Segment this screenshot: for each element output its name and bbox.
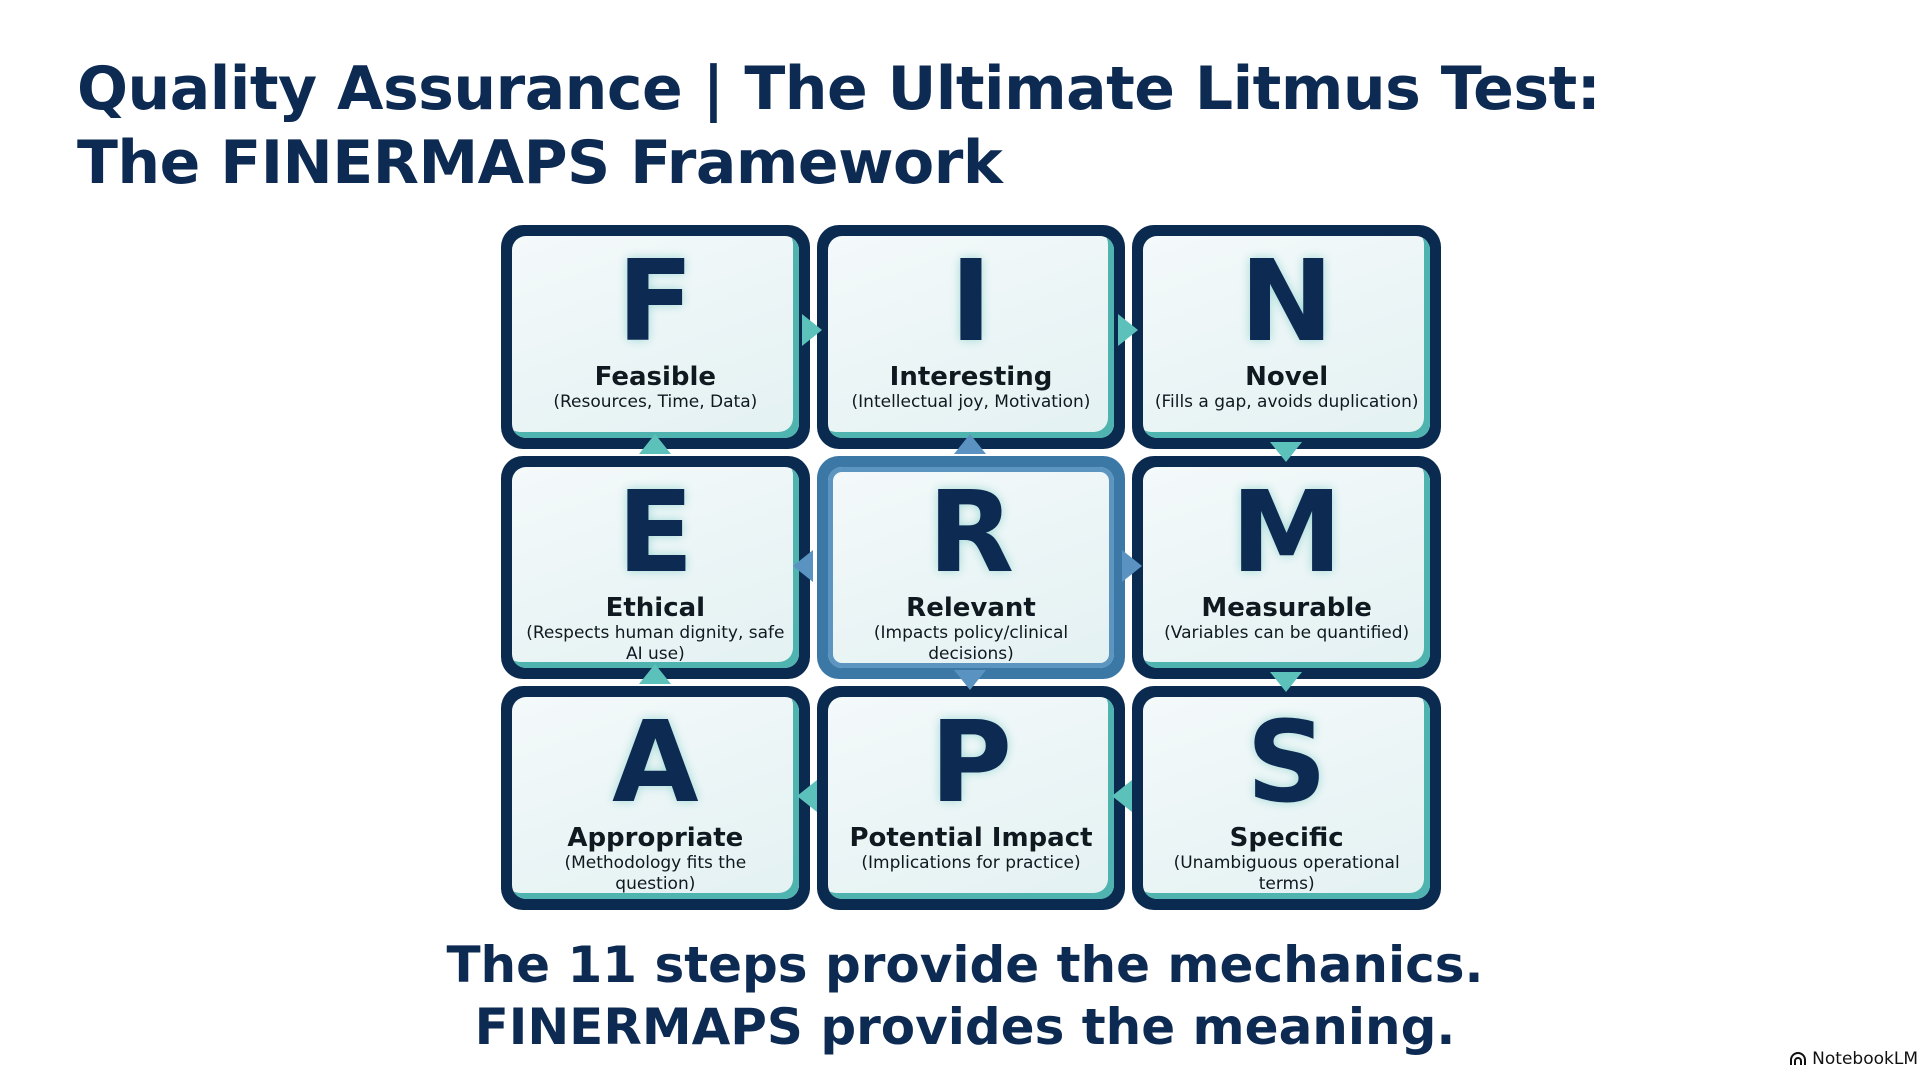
- tile-name: Relevant: [906, 592, 1036, 623]
- tile-letter: E: [617, 467, 694, 598]
- tile-name: Novel: [1245, 362, 1329, 392]
- arrow-up-icon: [639, 664, 671, 684]
- tile-name: Ethical: [605, 592, 706, 623]
- tile-description: (Methodology fits the question): [564, 853, 747, 895]
- tile-name: Interesting: [889, 362, 1053, 392]
- arrow-left-icon: [797, 780, 817, 812]
- tile-description: (Resources, Time, Data): [553, 392, 758, 412]
- tile-name: Feasible: [594, 362, 717, 392]
- tile-description: (Respects human dignity, safe AI use): [526, 622, 785, 664]
- tile-letter: I: [950, 237, 992, 367]
- title-line-1: Quality Assurance | The Ultimate Litmus …: [77, 54, 1601, 124]
- tile-letter: A: [611, 698, 699, 829]
- brand-label: NotebookLM: [1812, 1049, 1918, 1069]
- tile-description: (Impacts policy/clinical decisions): [873, 622, 1069, 664]
- tile-letter: N: [1239, 237, 1334, 367]
- title-line-2: The FINERMAPS Framework: [77, 128, 1003, 198]
- arrow-down-icon: [954, 670, 986, 690]
- arrow-left-icon: [793, 550, 813, 582]
- tile-name: Potential Impact: [849, 823, 1093, 854]
- tile-description: (Unambiguous operational terms): [1173, 853, 1400, 895]
- tile-name: Measurable: [1201, 592, 1372, 623]
- brand-watermark: NotebookLM: [1789, 1049, 1918, 1069]
- tagline-line-2: FINERMAPS provides the meaning.: [474, 998, 1456, 1056]
- tile-description: (Variables can be quantified): [1164, 622, 1410, 643]
- tagline-line-1: The 11 steps provide the mechanics.: [446, 936, 1484, 994]
- tile-letter: S: [1246, 698, 1327, 829]
- arrow-up-icon: [639, 434, 671, 454]
- notebooklm-logo-icon: [1790, 1052, 1807, 1065]
- tile-letter: R: [927, 467, 1015, 598]
- tile-name: Specific: [1229, 823, 1344, 854]
- tile-name: Appropriate: [567, 823, 744, 854]
- tile-letter: M: [1230, 467, 1343, 598]
- arrow-down-icon: [1270, 672, 1302, 692]
- tile-letter: F: [617, 237, 694, 367]
- arrow-down-icon: [1270, 442, 1302, 462]
- tagline: The 11 steps provide the mechanics. FINE…: [0, 934, 1930, 1058]
- tile-description: (Fills a gap, avoids duplication): [1154, 392, 1419, 412]
- arrow-up-icon: [954, 434, 986, 454]
- tile-description: (Implications for practice): [861, 853, 1081, 874]
- page-title: Quality Assurance | The Ultimate Litmus …: [77, 52, 1601, 200]
- tile-letter: P: [929, 698, 1013, 829]
- arrow-left-icon: [1112, 780, 1132, 812]
- tile-description: (Intellectual joy, Motivation): [851, 392, 1091, 412]
- arrow-right-icon: [1122, 550, 1142, 582]
- arrow-right-icon: [1118, 314, 1138, 346]
- arrow-right-icon: [802, 314, 822, 346]
